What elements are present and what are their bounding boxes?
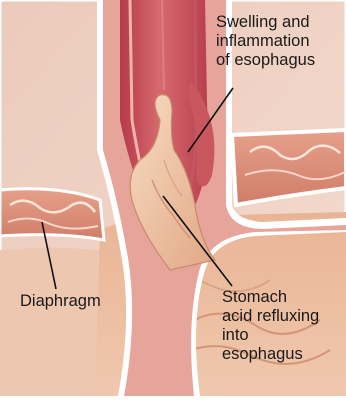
diaphragm-left bbox=[0, 189, 104, 240]
label-diaphragm: Diaphragm bbox=[20, 292, 101, 311]
label-acid-reflux: Stomach acid refluxing into esophagus bbox=[222, 288, 319, 364]
label-swelling: Swelling and inflammation of esophagus bbox=[216, 13, 315, 70]
